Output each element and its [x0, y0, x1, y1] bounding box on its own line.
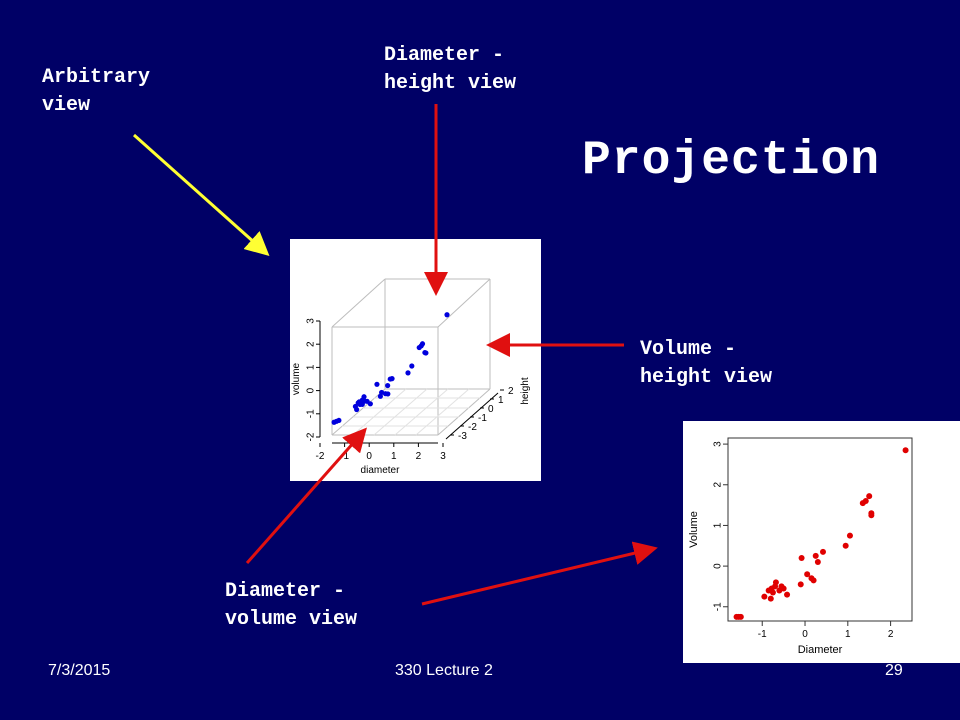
x-tick-label: -2 — [316, 451, 325, 462]
scatter-point — [772, 579, 779, 586]
z-tick-label: -1 — [306, 409, 317, 418]
scatter-point — [419, 341, 426, 347]
box-edges — [331, 278, 491, 436]
footer-course: 330 Lecture 2 — [395, 662, 493, 679]
diameter-volume-arrow-to-3d — [245, 427, 367, 564]
x-tick-label: 2 — [888, 629, 894, 640]
scatter-point — [336, 417, 342, 424]
footer-date: 7/3/2015 — [48, 662, 111, 679]
x-tick-label: 2 — [416, 451, 422, 462]
scatter-point — [405, 370, 411, 376]
scatter-point — [423, 350, 429, 356]
scatter-point — [868, 512, 875, 519]
slide-title: Projection — [582, 134, 881, 188]
y-tick-label: 1 — [498, 395, 504, 406]
z-tick-label: 3 — [306, 318, 317, 324]
scatter-point — [798, 554, 805, 561]
scatter-point — [804, 571, 811, 578]
scatter-point — [846, 532, 853, 539]
y-tick-label: 1 — [713, 522, 724, 528]
x-tick-label: 1 — [845, 629, 851, 640]
y-tick-label: 3 — [713, 441, 724, 447]
x-axis-label: Diameter — [798, 644, 843, 656]
scatter-point — [767, 595, 774, 602]
diameter-height-view-label: Diameter - height view — [384, 44, 517, 95]
z-tick-label: -2 — [306, 432, 317, 441]
x-tick-label: 0 — [802, 629, 808, 640]
y-tick-label: -2 — [468, 422, 477, 433]
scatter-point — [385, 391, 391, 397]
scatter-point — [409, 363, 415, 369]
scatter-point — [862, 498, 869, 505]
z-axis-label: volume — [291, 362, 302, 395]
diameter-volume-arrow-to-2d — [421, 541, 658, 606]
y-tick-label: -3 — [458, 431, 467, 442]
scatter-point — [814, 559, 821, 566]
x-tick-label: 3 — [440, 451, 446, 462]
y-tick-label: 2 — [508, 386, 514, 397]
arbitrary-view-arrow — [133, 133, 270, 256]
y-tick-label: 2 — [713, 482, 724, 488]
scatter-point — [361, 394, 367, 400]
scatter-point — [902, 447, 909, 454]
scatter-point — [737, 613, 744, 620]
scatter-point — [444, 312, 450, 318]
scatter-point — [367, 401, 373, 407]
z-tick-label: 1 — [306, 364, 317, 370]
floor-grid — [342, 388, 480, 436]
y-tick-label: -1 — [478, 413, 487, 424]
scatter3d-points — [331, 312, 450, 425]
scatter-point — [797, 581, 804, 588]
scatter-point — [842, 542, 849, 549]
scatter-point — [354, 406, 360, 413]
x-tick-label: 1 — [391, 451, 397, 462]
x-tick-label: 0 — [366, 451, 372, 462]
y-tick-label: 0 — [488, 404, 494, 415]
scatter-point — [761, 593, 768, 600]
diameter-volume-view-label: Diameter - volume view — [225, 580, 358, 631]
volume-height-view-label: Volume - height view — [640, 338, 773, 389]
scatter-point — [389, 376, 395, 382]
y-tick-label: -1 — [713, 602, 724, 611]
x-tick-label: -1 — [758, 629, 767, 640]
footer-page-number: 29 — [885, 662, 903, 679]
scatter-point — [866, 493, 873, 500]
scatter-point — [374, 381, 380, 387]
scatter2d-points — [733, 447, 909, 620]
y-axis-label: Volume — [688, 511, 700, 548]
scatter-point — [810, 577, 817, 584]
scatter-point — [819, 548, 826, 555]
scatter-point — [416, 344, 422, 351]
scatter-point — [784, 591, 791, 598]
z-tick-label: 0 — [306, 387, 317, 393]
scatter-point — [769, 589, 776, 596]
scatter-point — [385, 382, 391, 389]
x-tick-label: -1 — [340, 451, 349, 462]
z-tick-label: 2 — [306, 341, 317, 347]
y-tick-label: 0 — [713, 563, 724, 569]
y-axis-label: height — [520, 377, 531, 404]
scatter-point — [812, 552, 819, 559]
arbitrary-view-label: Arbitrary view — [42, 66, 151, 117]
scatter-point — [780, 585, 787, 592]
x-axis-label: diameter — [361, 465, 401, 476]
plot-frame — [727, 437, 913, 622]
